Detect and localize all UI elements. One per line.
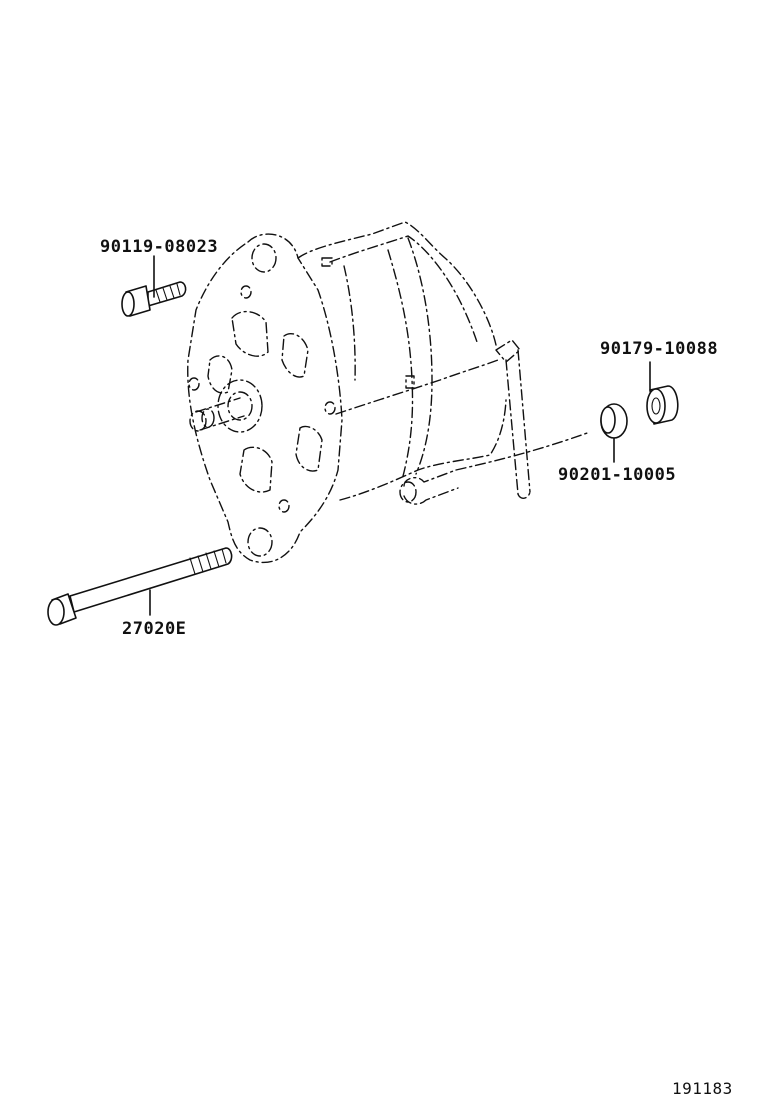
long-bolt-part (47, 547, 233, 626)
alternator-phantom (187, 221, 591, 564)
small-bolt-part (121, 255, 187, 317)
label-long-bolt: 27020E (122, 619, 186, 639)
washer-part (600, 403, 628, 463)
label-washer: 90201-10005 (558, 465, 676, 485)
spacer-part (646, 361, 679, 425)
label-spacer: 90179-10088 (600, 339, 718, 359)
diagram-id: 191183 (672, 1079, 733, 1098)
label-small-bolt: 90119-08023 (100, 237, 218, 257)
